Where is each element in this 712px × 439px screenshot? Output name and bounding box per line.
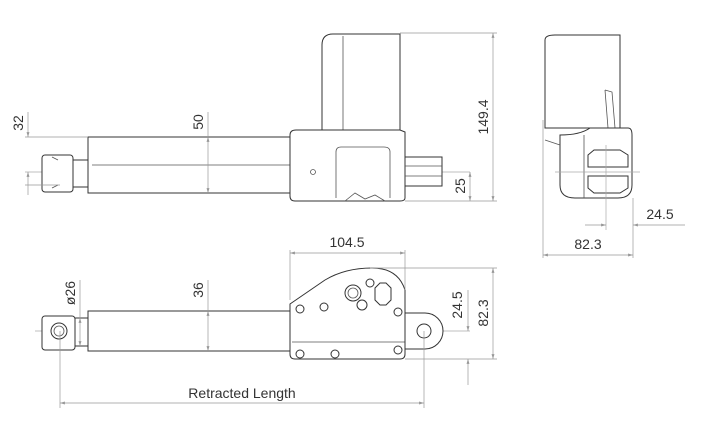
tube — [87, 310, 291, 352]
dim-label: 36 — [190, 282, 206, 298]
motor — [321, 33, 401, 131]
retracted-length-label: Retracted Length — [188, 385, 295, 401]
side-view: 24.5 82.3 — [542, 34, 685, 258]
dim-label: ø26 — [62, 281, 78, 305]
motor — [544, 34, 621, 129]
dim-label: 24.5 — [646, 206, 673, 222]
dim-label: 32 — [10, 115, 26, 131]
rear-clevis — [404, 156, 443, 187]
port-icon — [374, 282, 392, 306]
dim-label: 25 — [452, 178, 468, 194]
top-view: 32 50 149.4 25 — [10, 32, 497, 202]
dim-label: 149.4 — [475, 99, 491, 134]
dim-label: 82.3 — [574, 236, 601, 252]
screw-icon — [295, 302, 403, 359]
dim-label: 24.5 — [449, 291, 465, 318]
bottom-view: 104.5 ø26 36 24.5 82.3 Retracted Length — [35, 234, 497, 408]
connector-icon — [344, 284, 362, 302]
rod-end — [41, 154, 74, 193]
housing — [289, 267, 406, 360]
housing — [289, 129, 406, 202]
dim-label: 82.3 — [475, 299, 491, 326]
dim-label: 104.5 — [329, 234, 364, 250]
dim-label: 50 — [190, 114, 206, 130]
